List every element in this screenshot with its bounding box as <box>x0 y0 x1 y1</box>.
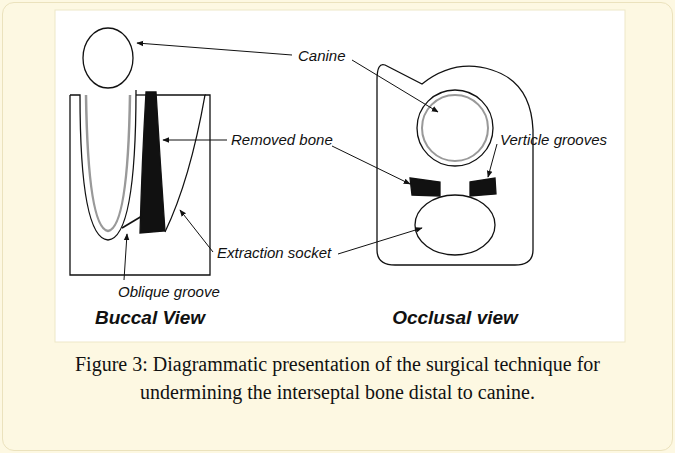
view-title: Buccal View <box>95 307 205 329</box>
figure-caption: Figure 3: Diagrammatic presentation of t… <box>55 350 620 406</box>
removed-bone-mesial <box>410 178 440 196</box>
leader-line <box>488 144 497 177</box>
image-ground <box>55 10 625 342</box>
leader-line <box>338 228 422 254</box>
canine-section <box>417 90 493 166</box>
part-label: Verticle grooves <box>500 131 607 149</box>
bone-crest <box>136 94 146 95</box>
leader-line <box>180 210 213 252</box>
view-title: Occlusal view <box>392 307 518 329</box>
leader-lines <box>124 43 497 280</box>
extraction-socket <box>156 95 205 232</box>
canine-root-section <box>422 95 488 161</box>
canine-crown <box>83 28 133 88</box>
removed-bone-distal <box>470 178 496 196</box>
leader-line <box>352 60 438 112</box>
bone-block <box>70 95 210 275</box>
oblique-groove <box>122 216 142 228</box>
leader-line <box>124 234 127 280</box>
canine-root-socket <box>70 90 136 240</box>
extraction-socket-section <box>415 195 495 255</box>
leader-line <box>332 146 410 184</box>
leader-line <box>137 43 292 55</box>
part-label: Canine <box>298 47 346 65</box>
leader-line <box>163 140 227 141</box>
removed-bone <box>140 92 165 233</box>
canine-root <box>86 95 130 231</box>
part-label: Extraction socket <box>217 244 331 262</box>
part-label: Oblique groove <box>118 283 220 301</box>
part-label: Removed bone <box>231 131 333 149</box>
buccal-view <box>70 28 210 275</box>
